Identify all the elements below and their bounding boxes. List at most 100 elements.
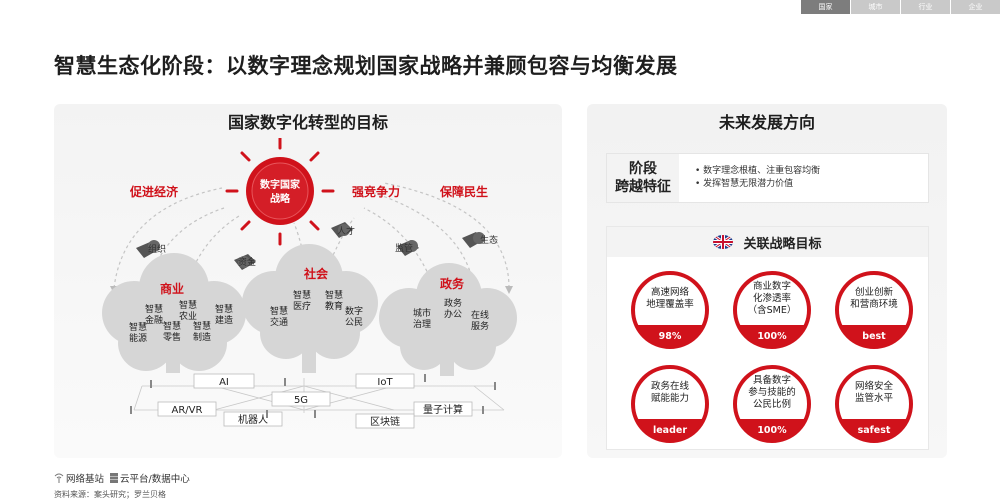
goal-value: best — [862, 331, 886, 342]
goal-value: safest — [857, 425, 891, 436]
goal-text-line: 化渗透率 — [752, 293, 791, 304]
goal-text-line: 地理覆盖率 — [646, 299, 694, 310]
biz-item-3b: 建造 — [215, 314, 233, 326]
biz-item-3a: 智慧 — [215, 303, 233, 315]
goal-card: 创业创新 和营商环境 best — [831, 267, 917, 353]
soc-item-3a: 智慧 — [270, 305, 288, 317]
goal-competitiveness: 强竞争力 — [352, 184, 400, 199]
goal-text-line: 高速网络 — [650, 287, 689, 298]
biz-item-1b: 金融 — [145, 314, 163, 326]
goal-value: 100% — [757, 331, 787, 342]
tech-ai: AI — [219, 377, 229, 388]
source-note: 资料来源：案头研究；罗兰贝格 — [54, 490, 166, 499]
server-icon — [110, 473, 119, 483]
goal-economy: 促进经济 — [129, 184, 179, 199]
goals-header: 关联战略目标 — [607, 227, 928, 257]
watering-can-icons — [136, 222, 485, 270]
soc-item-4b: 公民 — [345, 317, 363, 328]
tree-govt — [379, 263, 517, 376]
goal-text: 网络安全 监管水平 — [831, 381, 917, 405]
goals-title: 关联战略目标 — [743, 236, 822, 252]
goal-text-line: 网络安全 — [854, 381, 893, 392]
biz-item-5a: 智慧 — [163, 320, 181, 332]
gov-item-1a: 政务 — [444, 297, 462, 309]
goal-text-line: 监管水平 — [854, 393, 893, 404]
legend: 网络基站 云平台/数据中心 — [54, 471, 190, 485]
goal-text: 政务在线 赋能能力 — [627, 381, 713, 405]
goal-value: leader — [652, 425, 688, 436]
tech-blockchain: 区块链 — [370, 415, 400, 428]
soc-item-4a: 数字 — [345, 305, 363, 317]
gov-item-3b: 服务 — [471, 320, 489, 332]
tree-society-title: 社会 — [303, 266, 329, 281]
tab-country[interactable]: 国家 — [801, 0, 850, 14]
factor-funding: 资金 — [238, 256, 256, 268]
goal-circle — [835, 365, 913, 443]
goal-text-line: 公民比例 — [752, 399, 791, 410]
strategic-goals-box: 关联战略目标 高速网络 地理覆盖率 98% 商业数字 化渗透率 — [606, 226, 929, 450]
top-nav: 国家 城市 行业 企业 — [800, 0, 1000, 14]
soc-item-1a: 智慧 — [293, 289, 311, 301]
tech-arvr: AR/VR — [172, 405, 203, 416]
goal-circle — [631, 365, 709, 443]
goal-circle — [733, 365, 811, 443]
goal-card: 商业数字 化渗透率 （含SME） 100% — [729, 267, 815, 353]
soc-item-2b: 教育 — [325, 300, 343, 312]
biz-item-6b: 制造 — [193, 331, 211, 343]
stage-label: 阶段 跨越特征 — [607, 154, 679, 202]
goal-text: 高速网络 地理覆盖率 — [627, 287, 713, 311]
tab-city[interactable]: 城市 — [851, 0, 900, 14]
goal-text: 创业创新 和营商环境 — [831, 287, 917, 311]
factor-regulation: 监管 — [395, 242, 413, 254]
gov-item-2b: 治理 — [413, 318, 431, 330]
base-station-icons — [130, 374, 496, 418]
uk-flag-icon — [713, 235, 734, 249]
biz-item-2a: 智慧 — [179, 299, 197, 311]
biz-item-4a: 智慧 — [129, 321, 147, 333]
tree-business — [102, 253, 246, 373]
left-panel-title: 国家数字化转型的目标 — [227, 113, 388, 132]
sun-label-2: 战略 — [270, 192, 291, 205]
gov-item-1b: 办公 — [444, 308, 462, 320]
ecosystem-diagram: 数字国家 战略 促进经济 强竞争力 保障民生 组织 资金 人才 监管 生态 — [102, 138, 517, 429]
goal-text: 具备数字 参与技能的 公民比例 — [729, 375, 815, 411]
sun-label-1: 数字国家 — [260, 178, 301, 191]
tech-5g: 5G — [294, 395, 308, 406]
biz-item-2b: 农业 — [179, 310, 197, 322]
goal-circle — [733, 271, 811, 349]
tab-enterprise[interactable]: 企业 — [951, 0, 1000, 14]
gov-item-2a: 城市 — [413, 307, 431, 319]
tech-robot: 机器人 — [238, 413, 268, 426]
goal-text-line: 赋能能力 — [650, 393, 689, 404]
factor-ecosystem: 生态 — [480, 234, 498, 246]
tree-govt-title: 政务 — [440, 276, 465, 291]
tree-society — [242, 244, 378, 373]
digital-transformation-panel: 国家数字化转型的目标 — [54, 104, 562, 458]
tech-boxes — [157, 373, 473, 429]
biz-item-6a: 智慧 — [193, 320, 211, 332]
goal-card: 政务在线 赋能能力 leader — [627, 361, 713, 447]
soc-item-2a: 智慧 — [325, 289, 343, 301]
factor-talent: 人才 — [337, 225, 355, 237]
goal-text: 商业数字 化渗透率 （含SME） — [729, 281, 815, 317]
goal-value: 98% — [658, 331, 682, 342]
tab-industry[interactable]: 行业 — [901, 0, 950, 14]
biz-item-1a: 智慧 — [145, 303, 163, 315]
goal-circle — [835, 271, 913, 349]
future-direction-panel: 未来发展方向 阶段 跨越特征 数字理念根植、注重包容均衡 发挥智慧无限潜力价值 … — [587, 104, 947, 458]
tree-business-title: 商业 — [160, 281, 184, 296]
goal-text-line: 创业创新 — [854, 287, 893, 298]
sun-icon — [225, 138, 335, 246]
gov-item-3a: 在线 — [471, 309, 489, 321]
base-station-icon — [54, 473, 64, 483]
stage-bullet-1: 数字理念根植、注重包容均衡 — [695, 165, 820, 178]
biz-item-4b: 能源 — [129, 332, 147, 344]
goal-card: 具备数字 参与技能的 公民比例 100% — [729, 361, 815, 447]
goal-value: 100% — [757, 425, 787, 436]
legend-cloud: 云平台/数据中心 — [120, 474, 190, 485]
goal-text-line: 政务在线 — [650, 381, 689, 392]
goal-circle — [631, 271, 709, 349]
page-title: 智慧生态化阶段：以数字理念规划国家战略并兼顾包容与均衡发展 — [54, 54, 678, 78]
stage-label-2: 跨越特征 — [615, 179, 671, 195]
goal-text-line: 商业数字 — [752, 281, 791, 292]
